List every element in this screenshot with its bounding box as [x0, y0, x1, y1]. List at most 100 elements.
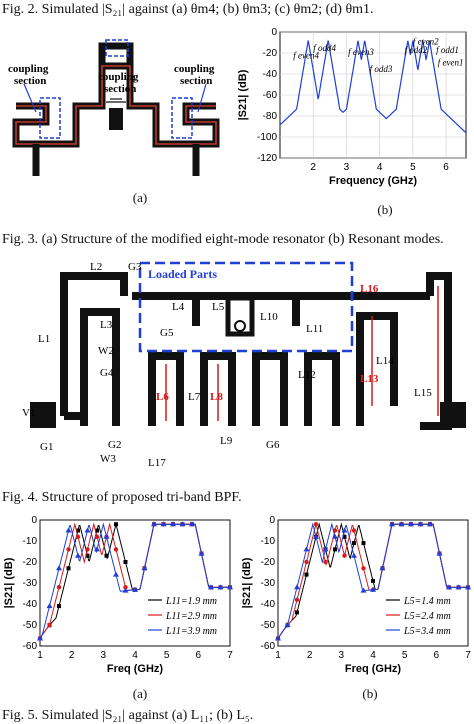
series-point [294, 597, 300, 602]
series-point [94, 534, 100, 539]
svg-text:G5: G5 [160, 327, 174, 339]
mode-annotation: f even2 [413, 37, 439, 47]
series-point [56, 585, 62, 590]
series-point [75, 552, 81, 558]
series-point [75, 534, 81, 539]
x-axis-label: Frequency (GHz) [329, 175, 417, 187]
series-point [179, 521, 186, 527]
series-point [198, 550, 205, 556]
svg-text:G3: G3 [128, 261, 142, 273]
series-point [417, 521, 424, 527]
x-tick-label: 3 [339, 650, 345, 661]
series-point [57, 604, 61, 609]
svg-text:G6: G6 [266, 439, 280, 451]
y-tick-label: -60 [261, 641, 276, 652]
x-axis-label: Freq (GHz) [107, 663, 164, 675]
series-point [104, 553, 109, 558]
series-point [103, 533, 110, 539]
legend-entry: L5=1.4 mm [403, 596, 451, 607]
series-point [76, 528, 80, 533]
x-tick-label: 7 [465, 650, 471, 661]
x-tick-label: 3 [101, 650, 107, 661]
svg-text:section: section [180, 75, 212, 87]
mode-annotation: f odd4 [313, 43, 336, 53]
x-tick-label: 2 [307, 650, 313, 661]
mode-annotation: f odd2 [405, 45, 428, 55]
fig3-caption: Fig. 3. (a) Structure of the modified ei… [2, 232, 444, 247]
mode-annotation: f even3 [348, 47, 374, 57]
fig5-sub-a: (a) [132, 686, 148, 701]
svg-text:L1: L1 [38, 333, 50, 345]
series-point [66, 547, 71, 552]
series-point [123, 560, 128, 564]
y-tick-label: -30 [23, 578, 38, 589]
y-axis-label: |S21| (dB) [3, 557, 15, 608]
series-point [275, 635, 281, 641]
y-tick-label: -60 [263, 90, 278, 101]
series-point [370, 586, 376, 592]
svg-text:G2: G2 [108, 439, 121, 451]
y-axis-label: |S21| (dB) [241, 557, 253, 608]
svg-text:L15: L15 [414, 387, 432, 399]
coupling-label-right: coupling [174, 63, 215, 75]
x-axis-label: Freq (GHz) [345, 663, 402, 675]
series-point [294, 584, 300, 590]
svg-text:G1: G1 [40, 441, 53, 453]
series-point [160, 521, 167, 527]
svg-text:W3: W3 [100, 453, 116, 465]
y-tick-label: -20 [261, 557, 276, 568]
series-point [113, 571, 119, 577]
x-tick-label: 2 [69, 650, 75, 661]
x-tick-label: 6 [434, 650, 440, 661]
y-tick-label: 0 [31, 515, 37, 526]
y-tick-label: 0 [271, 27, 277, 38]
series-point [436, 550, 443, 556]
mode-annotation: f even1 [438, 58, 464, 68]
series-point [323, 559, 328, 565]
y-tick-label: -50 [23, 620, 38, 631]
series-point [122, 587, 129, 593]
svg-text:L8: L8 [210, 391, 223, 403]
series-point [123, 585, 128, 590]
series-point [446, 584, 452, 590]
series-point [114, 522, 118, 527]
series-point [113, 547, 119, 552]
series-point [360, 587, 367, 593]
series-point [295, 610, 299, 615]
series-point [313, 522, 319, 527]
y-tick-label: -10 [261, 536, 276, 547]
series-point [95, 528, 99, 533]
svg-text:L2: L2 [90, 261, 102, 273]
y-tick-label: 0 [269, 515, 275, 526]
x-tick-label: 6 [443, 162, 449, 173]
series-point [141, 565, 148, 571]
series-point [284, 622, 291, 627]
y-tick-label: -100 [257, 132, 277, 143]
series-point [217, 584, 224, 590]
fig5-sub-b: (b) [362, 686, 378, 701]
mode-annotation: f odd3 [370, 64, 393, 74]
y-tick-label: -20 [23, 557, 38, 568]
x-tick-label: 1 [275, 650, 281, 661]
series-point [408, 521, 414, 527]
fig2a-structure: coupling section coupling section coupli… [8, 39, 220, 176]
svg-text:L13: L13 [360, 373, 379, 385]
mode-annotation: f odd1 [436, 45, 459, 55]
series-point [332, 533, 338, 539]
series-point [361, 541, 366, 546]
series-point [342, 534, 347, 539]
x-tick-label: 1 [37, 650, 43, 661]
series-point [389, 521, 395, 527]
fig2-sub-b: (b) [377, 202, 393, 217]
svg-text:L9: L9 [220, 435, 233, 447]
svg-text:L10: L10 [260, 311, 278, 323]
x-tick-label: 4 [377, 162, 383, 173]
coupling-label-left: coupling [8, 63, 49, 75]
series-point [56, 565, 62, 571]
x-tick-label: 3 [344, 162, 350, 173]
x-tick-label: 6 [196, 650, 202, 661]
svg-text:L7: L7 [188, 391, 201, 403]
series-point [84, 527, 91, 533]
legend-entry: L5=3.4 mm [403, 626, 451, 637]
x-tick-label: 4 [370, 650, 376, 661]
